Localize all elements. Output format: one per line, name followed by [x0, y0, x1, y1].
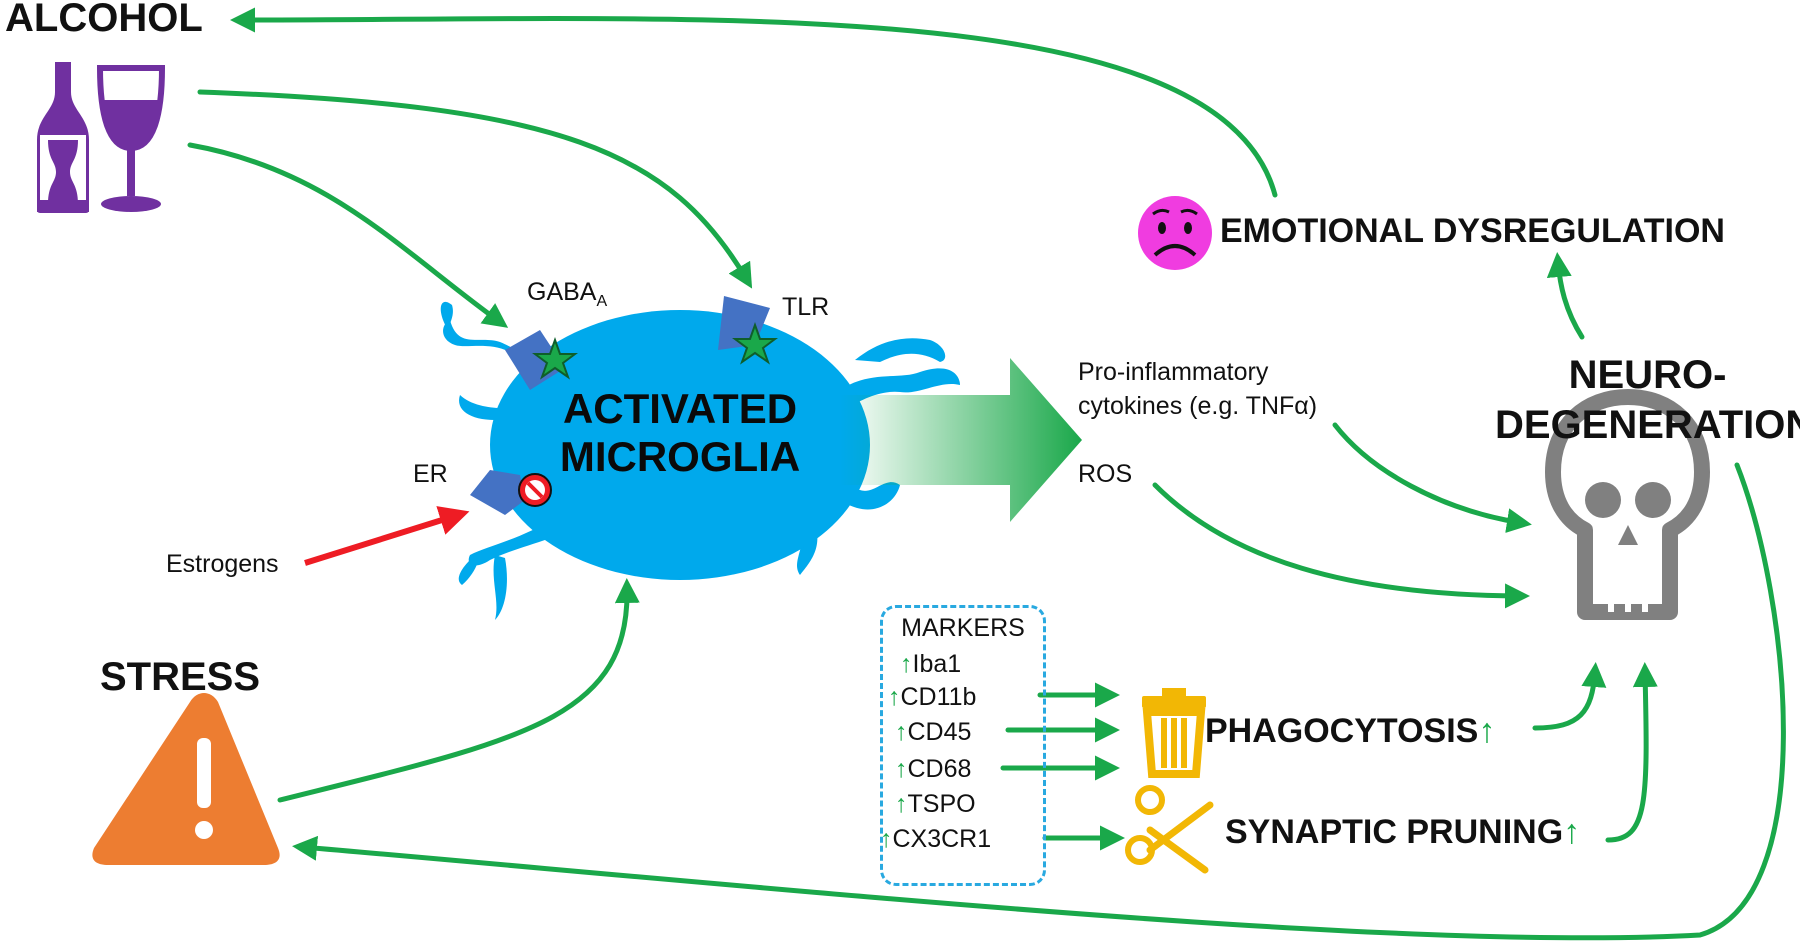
arrow-phago-to-skull	[1532, 662, 1607, 731]
warning-triangle-icon	[92, 693, 280, 865]
arrow-ros-to-skull	[1152, 482, 1530, 609]
arrows-group	[187, 7, 1786, 941]
marker-item-label: CD11b	[900, 683, 977, 711]
cytokines-label-line2: cytokines (e.g. TNFα)	[1078, 392, 1318, 420]
arrow-estrogens-to-er	[304, 506, 470, 566]
star-icon	[532, 337, 578, 380]
marker-item-label: CD68	[907, 755, 972, 783]
emotional-dysregulation-label: EMOTIONAL DYSREGULATION	[1220, 212, 1725, 250]
up-arrow-icon: ↑	[1563, 813, 1581, 851]
marker-item: ↑CD68	[895, 755, 971, 784]
marker-item-label: CD45	[907, 718, 972, 746]
arrow-neuro-to-stress	[292, 462, 1786, 941]
up-arrow-icon: ↑	[900, 650, 913, 678]
up-arrow-icon: ↑	[888, 683, 901, 711]
activated-label-line1: ACTIVATED	[562, 385, 798, 432]
marker-item: ↑TSPO	[895, 790, 976, 819]
up-arrow-icon: ↑	[880, 825, 893, 853]
phagocytosis-label: PHAGOCYTOSIS↑	[1205, 712, 1495, 751]
activated-microglia-label: ACTIVATED MICROGLIA	[545, 385, 815, 481]
skull-icon	[1545, 389, 1710, 620]
synaptic-pruning-label: SYNAPTIC PRUNING↑	[1225, 813, 1580, 852]
marker-item-label: Iba1	[912, 650, 962, 678]
up-arrow-icon: ↑	[895, 718, 908, 746]
marker-item: ↑CX3CR1	[880, 825, 991, 854]
up-arrow-icon: ↑	[1478, 712, 1496, 750]
marker-item: ↑Iba1	[900, 650, 961, 679]
gaba-label-text: GABA	[527, 278, 597, 306]
neurodegeneration-line1: NEURO-	[1568, 353, 1727, 397]
markers-box	[880, 605, 1046, 886]
stress-label: STRESS	[100, 655, 261, 699]
cytokines-label: Pro-inflammatory cytokines (e.g. TNFα)	[1078, 355, 1317, 423]
marker-item: ↑CD45	[895, 718, 971, 747]
activated-label-line2: MICROGLIA	[559, 433, 801, 480]
gaba-label: GABAA	[527, 278, 607, 311]
star-icon	[732, 322, 778, 365]
arrow-alcohol-to-tlr	[197, 89, 753, 289]
up-arrow-icon: ↑	[895, 755, 908, 783]
markers-title: MARKERS	[901, 614, 1025, 642]
er-receptor	[470, 470, 525, 515]
wine-bottle-icon	[37, 62, 89, 213]
prohibited-icon	[518, 473, 552, 507]
arrow-emotional-to-alcohol	[230, 7, 1278, 198]
marker-item: ↑CD11b	[888, 683, 976, 712]
phagocytosis-text: PHAGOCYTOSIS	[1205, 712, 1479, 750]
sad-face-icon	[1138, 196, 1212, 270]
arrow-alcohol-to-gaba	[187, 142, 509, 328]
arrow-neuro-to-emotional	[1546, 252, 1585, 340]
arrow-pruning-to-skull	[1605, 662, 1658, 843]
ros-label: ROS	[1078, 460, 1133, 488]
arrow-cytokines-to-skull	[1332, 422, 1532, 533]
gaba-receptor	[505, 330, 565, 390]
trash-can-icon	[1142, 688, 1206, 778]
er-label: ER	[413, 460, 448, 488]
marker-item-label: CX3CR1	[892, 825, 992, 853]
gaba-label-subscript: A	[596, 293, 608, 310]
estrogens-label: Estrogens	[166, 550, 279, 578]
big-output-arrow	[840, 358, 1082, 522]
up-arrow-icon: ↑	[895, 790, 908, 818]
synaptic-pruning-text: SYNAPTIC PRUNING	[1225, 813, 1564, 851]
cytokines-label-line1: Pro-inflammatory	[1078, 358, 1269, 386]
tlr-label: TLR	[782, 293, 830, 321]
alcohol-label: ALCOHOL	[5, 0, 203, 40]
arrow-stress-to-microglia	[277, 578, 640, 803]
scissors-icon	[1125, 785, 1214, 874]
neurodegeneration-label: NEURO- DEGENERATION	[1495, 350, 1800, 450]
wine-glass-icon	[96, 65, 166, 212]
neurodegeneration-line2: DEGENERATION	[1495, 403, 1800, 447]
marker-item-label: TSPO	[907, 790, 976, 818]
